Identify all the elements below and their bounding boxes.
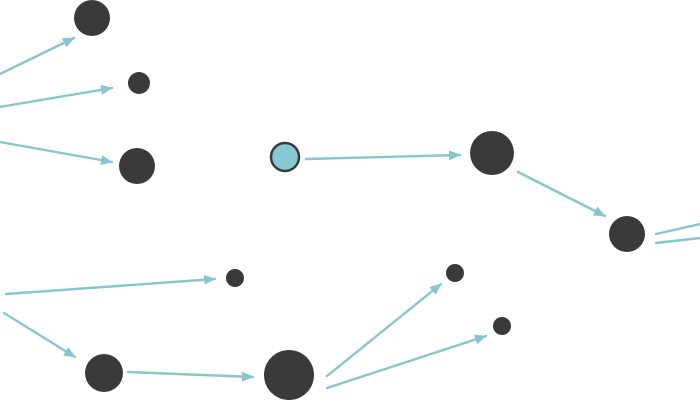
node-left-mid[interactable]: [119, 148, 155, 184]
edge-right-mid-to-offscreen-right: [654, 222, 700, 236]
edge-bottom-center-large-to-bottom-right-lower: [325, 334, 488, 390]
node-center-large[interactable]: [470, 131, 514, 175]
node-highlighted-source[interactable]: [269, 141, 301, 173]
edge-center-large-to-right-mid: [516, 170, 607, 218]
edge-right-mid-to-offscreen-right: [654, 236, 700, 245]
node-bottom-right-upper[interactable]: [446, 264, 464, 282]
edge-highlighted-source-to-center-large: [304, 150, 462, 161]
edge-offscreen-left-to-mid-small: [4, 274, 217, 296]
nodes-layer: [74, 0, 645, 400]
edges-layer: [0, 36, 700, 390]
node-top-left-small[interactable]: [128, 72, 150, 94]
edge-offscreen-left-to-left-mid: [0, 140, 114, 165]
node-bottom-center-large[interactable]: [264, 350, 314, 400]
edge-bottom-center-large-to-bottom-right-upper: [325, 282, 443, 378]
edge-bottom-left-to-bottom-center-large: [126, 370, 255, 382]
edge-offscreen-left-to-bottom-left: [2, 311, 77, 359]
node-top-left-large[interactable]: [74, 0, 110, 36]
node-right-mid[interactable]: [609, 216, 645, 252]
node-mid-small[interactable]: [226, 269, 244, 287]
edge-offscreen-left-to-top-left-small: [0, 84, 114, 109]
edge-offscreen-left-to-top-left-large: [0, 36, 76, 76]
node-bottom-right-lower[interactable]: [493, 317, 511, 335]
node-bottom-left[interactable]: [85, 354, 123, 392]
